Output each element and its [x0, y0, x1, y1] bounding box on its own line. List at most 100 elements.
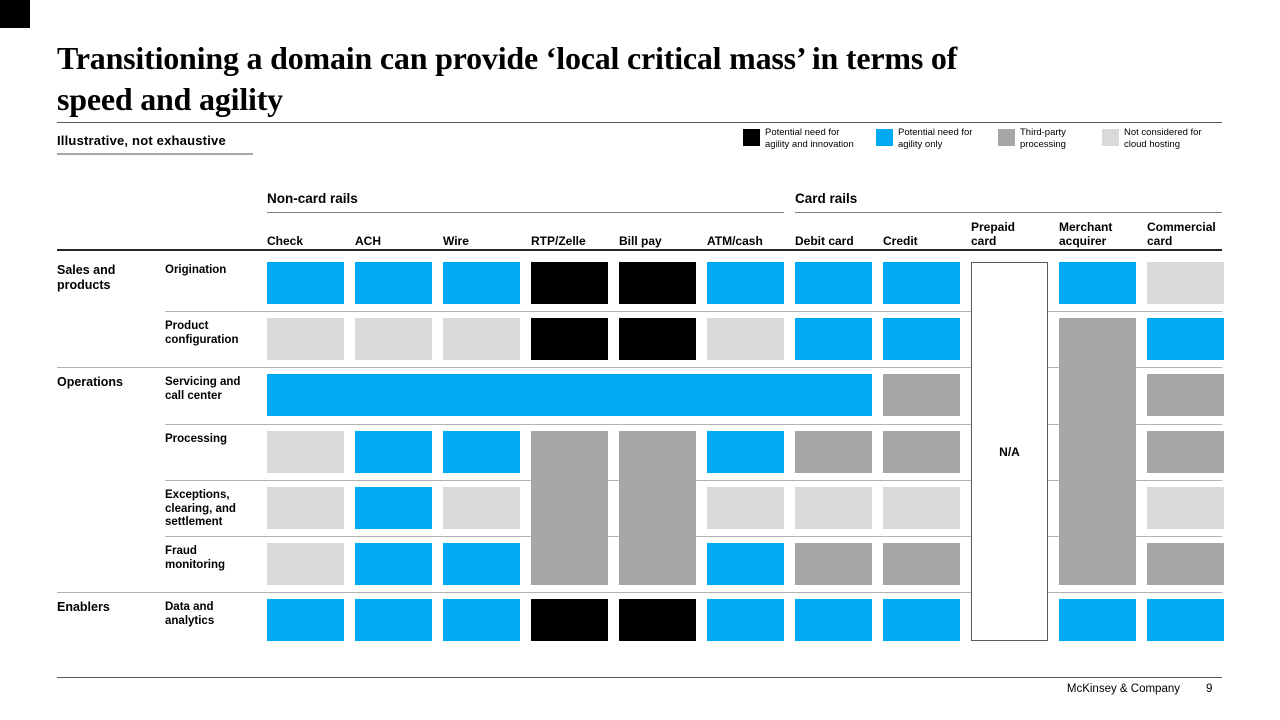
column-header-label: Prepaid card [971, 220, 1016, 248]
matrix-cell [707, 543, 784, 585]
column-header-label: Merchant acquirer [1059, 220, 1113, 248]
matrix-cell [707, 431, 784, 473]
matrix-cell [707, 487, 784, 529]
legend-item: Not considered for cloud hosting [1102, 127, 1234, 153]
column-header-label: Check [267, 233, 304, 248]
page-number: 9 [1206, 683, 1213, 695]
matrix-cell [1059, 318, 1136, 585]
column-group-label: Non-card rails [267, 191, 358, 206]
column-header: RTP/Zelle [531, 214, 615, 248]
corner-marker [0, 0, 30, 28]
matrix-cell [795, 318, 872, 360]
matrix-cell [707, 599, 784, 641]
matrix-cell [443, 543, 520, 585]
matrix-cell [443, 599, 520, 641]
column-header-label: Wire [443, 233, 469, 248]
legend-label: Potential need for agility only [898, 127, 973, 150]
matrix-cell [883, 374, 960, 416]
matrix-cell [267, 374, 872, 416]
column-group-label: Card rails [795, 191, 858, 206]
matrix-cell [795, 487, 872, 529]
matrix-cell [355, 318, 432, 360]
row-separator [165, 311, 1222, 312]
matrix-cell [883, 487, 960, 529]
matrix-cell [443, 262, 520, 304]
matrix-cell [531, 431, 608, 585]
column-header-label: Bill pay [619, 233, 662, 248]
matrix-cell [1147, 431, 1224, 473]
matrix-cell [355, 599, 432, 641]
page-title: Transitioning a domain can provide ‘loca… [57, 40, 958, 117]
row-label: Origination [165, 264, 227, 276]
matrix-cell [1059, 599, 1136, 641]
row-separator [57, 367, 1222, 368]
matrix-cell [883, 431, 960, 473]
matrix-cell [795, 262, 872, 304]
column-header-label: ATM/cash [707, 233, 763, 248]
matrix-cell [1147, 318, 1224, 360]
matrix-cell [1147, 374, 1224, 416]
row-group-label: Operations [57, 375, 123, 389]
column-header: Debit card [795, 214, 879, 248]
column-group-header: Non-card rails [267, 191, 784, 213]
column-header: Prepaid card [971, 214, 1055, 248]
row-label: Product configuration [165, 320, 239, 346]
matrix-cell [1147, 543, 1224, 585]
column-group-header: Card rails [795, 191, 1222, 213]
matrix-cell [267, 543, 344, 585]
table-header-rule [57, 249, 1222, 251]
legend-item: Potential need for agility and innovatio… [743, 127, 875, 153]
legend-swatch [876, 129, 893, 146]
row-separator [165, 424, 1222, 425]
matrix-cell [443, 318, 520, 360]
matrix-cell [619, 431, 696, 585]
row-label: Exceptions, clearing, and settlement [165, 489, 236, 528]
row-group-label: Enablers [57, 600, 110, 614]
row-label: Processing [165, 433, 227, 445]
row-label: Servicing and call center [165, 376, 241, 402]
legend-swatch [998, 129, 1015, 146]
na-label: N/A [999, 444, 1020, 459]
row-group-label: Sales and products [57, 263, 116, 292]
matrix-cell [267, 431, 344, 473]
matrix-cell [355, 262, 432, 304]
matrix-cell [795, 599, 872, 641]
matrix-cell [1147, 262, 1224, 304]
legend-label: Third-party processing [1020, 127, 1066, 150]
matrix-cell [267, 487, 344, 529]
column-header-label: RTP/Zelle [531, 233, 586, 248]
footer-brand: McKinsey & Company [1066, 683, 1180, 695]
column-header: Bill pay [619, 214, 703, 248]
column-header-label: Debit card [795, 233, 854, 248]
matrix-cell [1059, 262, 1136, 304]
matrix-cell [531, 318, 608, 360]
matrix-cell [707, 318, 784, 360]
column-header-label: Commercial card [1147, 220, 1216, 248]
matrix-cell [1147, 599, 1224, 641]
matrix-cell [883, 318, 960, 360]
matrix-cell [355, 543, 432, 585]
legend-item: Third-party processing [998, 127, 1130, 153]
matrix-cell [619, 599, 696, 641]
legend-label: Potential need for agility and innovatio… [765, 127, 854, 150]
matrix-cell [267, 318, 344, 360]
matrix-cell [619, 318, 696, 360]
matrix-cell [883, 599, 960, 641]
legend-swatch [1102, 129, 1119, 146]
legend-swatch [743, 129, 760, 146]
matrix-cell [883, 543, 960, 585]
matrix-cell [355, 431, 432, 473]
column-header: Check [267, 214, 351, 248]
matrix-cell [355, 487, 432, 529]
title-rule [57, 122, 1222, 123]
column-header-label: ACH [355, 233, 381, 248]
matrix-cell [795, 543, 872, 585]
column-header: Merchant acquirer [1059, 214, 1143, 248]
column-header-label: Credit [883, 233, 918, 248]
matrix-cell [619, 262, 696, 304]
matrix-cell [531, 262, 608, 304]
legend-item: Potential need for agility only [876, 127, 1008, 153]
column-header: ACH [355, 214, 439, 248]
